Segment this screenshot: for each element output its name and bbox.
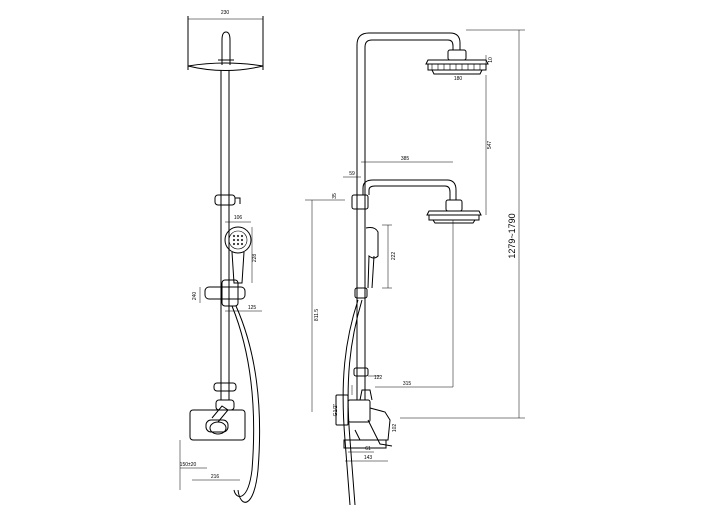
dim-handshower-width: 106 <box>234 215 243 221</box>
dim-mixer-base: 143 <box>364 455 373 461</box>
side-hand-shower <box>354 227 379 299</box>
dim-head-diameter: 180 <box>454 76 463 82</box>
dim-mixer-depth: 102 <box>392 424 398 433</box>
dim-center-height: 811.5 <box>314 309 320 321</box>
side-lower-head <box>426 199 482 224</box>
dim-mixer-reach: 315 <box>403 381 412 387</box>
side-lower-arm <box>362 179 457 200</box>
dim-holder-offset: 125 <box>248 305 257 311</box>
front-view: 230 106 <box>180 10 264 503</box>
dim-lower-offset: 59 <box>349 171 355 177</box>
dim-spout-spacing: 150±20 <box>180 462 197 468</box>
dim-side-handshower: 222 <box>391 252 397 261</box>
dim-handshower-height: 228 <box>252 254 258 263</box>
front-hose <box>235 305 261 503</box>
dim-head-width: 230 <box>221 10 230 16</box>
dim-arm-reach: 385 <box>401 156 410 162</box>
side-rain-head <box>425 49 489 75</box>
dim-mixer-height: 122 <box>374 375 383 381</box>
dim-mixer-front: 61 <box>365 446 371 452</box>
dim-holder: 240 <box>192 292 198 301</box>
side-upper-arm <box>356 32 461 400</box>
side-view: 10 180 547 385 59 35 222 <box>305 29 525 506</box>
front-riser-pipe <box>204 70 246 400</box>
front-mixer <box>189 399 246 441</box>
side-hose <box>342 299 359 506</box>
front-hand-shower <box>224 226 252 284</box>
dim-total-height: 1279~1790 <box>507 213 517 258</box>
dim-head-thickness: 10 <box>488 57 494 63</box>
dim-upper-arm: 547 <box>487 141 493 150</box>
dim-mixer-width: 216 <box>211 474 220 480</box>
side-mixer <box>335 389 393 449</box>
front-rain-head <box>187 16 264 71</box>
dim-lower-gap: 35 <box>332 193 338 199</box>
dim-inlet-thread: G1/2" <box>333 403 339 416</box>
